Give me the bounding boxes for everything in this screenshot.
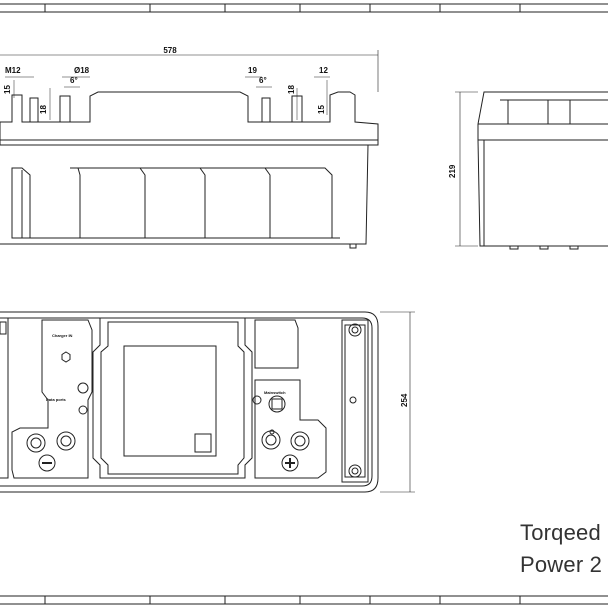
right-terminal-2 xyxy=(290,431,310,451)
dim-left-h2: 18 xyxy=(39,105,48,114)
component-labels: Charger IN Data ports Mainswitch xyxy=(46,333,286,402)
label-data-ports: Data ports xyxy=(46,397,67,402)
side-elevation-view xyxy=(455,91,608,250)
dim-depth: 254 xyxy=(400,393,409,407)
dim-height: 219 xyxy=(448,164,457,178)
dim-right-angle: 6° xyxy=(259,76,267,85)
dim-overall-length: 578 xyxy=(163,46,177,55)
left-terminal-2 xyxy=(56,431,76,451)
title-line-1: Torqeed xyxy=(520,520,601,545)
title-line-2: Power 2 xyxy=(520,552,603,577)
dim-right-width: 19 xyxy=(248,66,257,75)
dim-left-h1: 15 xyxy=(3,85,12,94)
frame-bottom-strip xyxy=(0,595,608,605)
dimension-lines xyxy=(5,76,330,120)
right-terminal-1 xyxy=(261,430,281,450)
label-charger-in: Charger IN xyxy=(52,333,73,338)
dimension-labels: 578 M12 Ø18 6° 15 18 19 6° 12 18 15 219 … xyxy=(3,46,457,407)
label-main-switch: Mainswitch xyxy=(264,390,286,395)
left-terminal-1 xyxy=(26,433,46,453)
dim-right-width2: 12 xyxy=(319,66,328,75)
dim-left-angle: 6° xyxy=(70,76,78,85)
top-plan-view xyxy=(0,311,415,493)
front-elevation-view xyxy=(0,50,379,249)
dim-left-diameter: Ø18 xyxy=(74,66,90,75)
minus-terminal xyxy=(38,454,56,472)
dim-right-h2: 18 xyxy=(287,85,296,94)
main-switch xyxy=(268,395,286,413)
dim-left-thread: M12 xyxy=(5,66,21,75)
dim-right-h1: 15 xyxy=(317,105,326,114)
plus-terminal xyxy=(281,454,299,472)
frame-top-strip xyxy=(0,3,608,13)
